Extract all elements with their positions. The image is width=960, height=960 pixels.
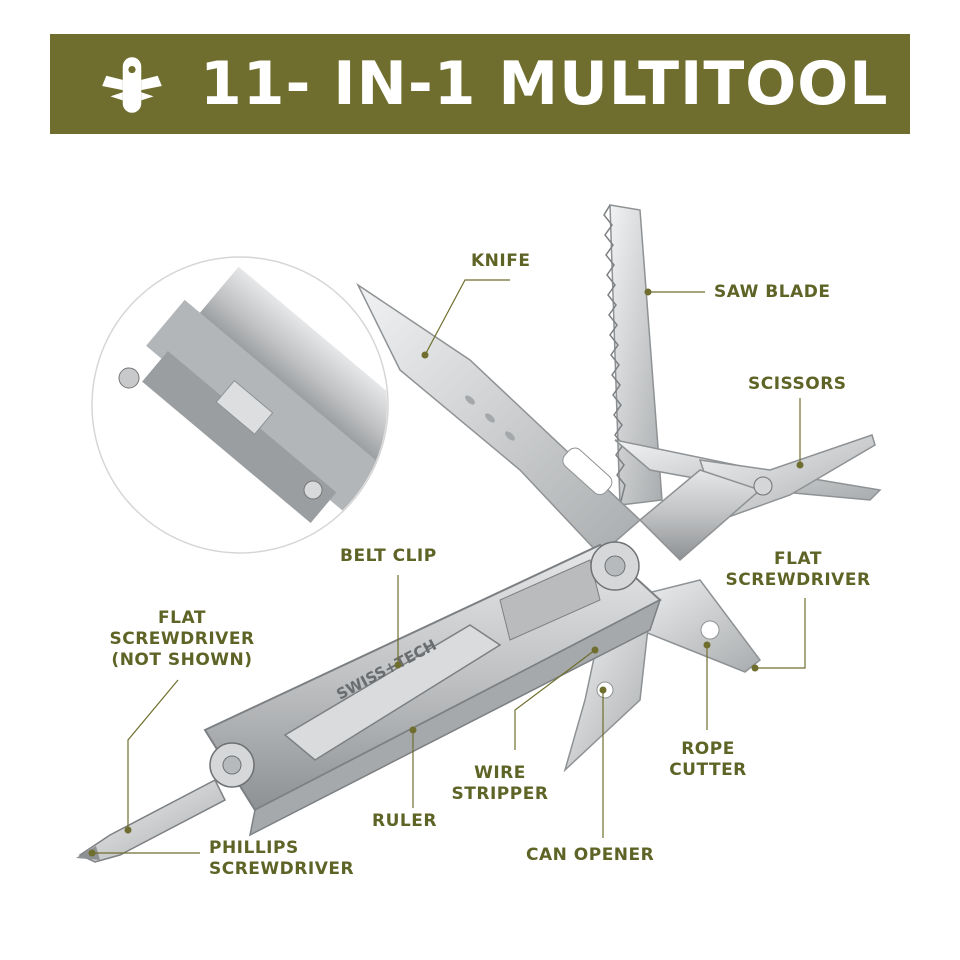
label-line: CUTTER	[669, 760, 747, 780]
label-knife: KNIFE	[471, 251, 531, 271]
label-can-opener: CAN OPENER	[526, 845, 655, 865]
leader-wire	[514, 649, 596, 750]
label-scissors: SCISSORS	[748, 374, 847, 394]
page-title: 11- IN-1 MULTITOOL	[200, 49, 889, 119]
label-line: FLAT	[158, 608, 206, 628]
label-line: (NOT SHOWN)	[111, 650, 253, 670]
label-line: PHILLIPS	[209, 838, 299, 858]
label-line: WIRE	[474, 763, 526, 783]
label-line: SCREWDRIVER	[725, 570, 871, 590]
label-line: ROPE	[681, 739, 735, 759]
label-ruler: RULER	[372, 811, 437, 831]
leader-flat-right	[755, 598, 806, 669]
label-line: STRIPPER	[451, 784, 549, 804]
leader-flat-left	[127, 679, 179, 830]
label-line: SCREWDRIVER	[109, 629, 255, 649]
label-flat-screwdriver-left: FLAT SCREWDRIVER (NOT SHOWN)	[96, 608, 268, 671]
label-line: SCREWDRIVER	[209, 859, 355, 879]
belt-clip-detail-inset	[91, 256, 389, 554]
multitool-handle: SWISS+TECH	[203, 541, 662, 837]
label-wire-stripper: WIRE STRIPPER	[440, 763, 560, 805]
label-belt-clip: BELT CLIP	[340, 546, 437, 566]
multitool-icon	[102, 57, 162, 113]
leader-knife	[424, 279, 510, 356]
label-phillips-screwdriver: PHILLIPS SCREWDRIVER	[209, 838, 354, 880]
label-saw-blade: SAW BLADE	[714, 282, 831, 302]
title-banner	[50, 34, 910, 134]
scissors	[614, 434, 882, 562]
label-flat-screwdriver-right: FLAT SCREWDRIVER	[712, 549, 884, 591]
phillips-screwdriver	[76, 778, 226, 863]
label-rope-cutter: ROPE CUTTER	[660, 739, 756, 781]
label-line: FLAT	[774, 549, 822, 569]
knife-blade	[356, 282, 642, 557]
